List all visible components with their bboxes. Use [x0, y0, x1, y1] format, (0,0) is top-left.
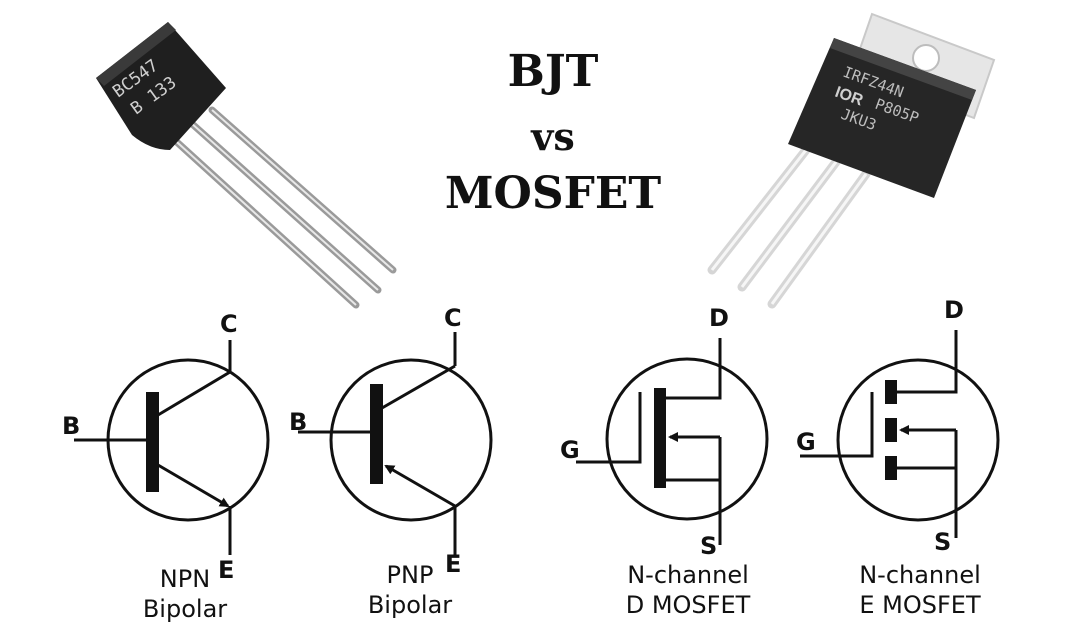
- npn-symbol: [74, 340, 270, 555]
- dmos-gate-lead: [576, 392, 642, 464]
- pnp-caption: PNP Bipolar: [335, 560, 485, 620]
- pnp-base-bar: [370, 384, 383, 484]
- pnp-circle: [329, 358, 493, 522]
- pnp-pin-c: C: [444, 304, 462, 332]
- npn-emitter-lead: [157, 463, 230, 508]
- dmos-caption: N-channel D MOSFET: [598, 560, 778, 620]
- dmos-pin-d: D: [709, 304, 729, 332]
- pnp-symbol: [298, 332, 493, 555]
- npn-caption-line-2: Bipolar: [142, 595, 228, 623]
- emos-caption: N-channel E MOSFET: [830, 560, 1010, 620]
- pnp-caption-line-2: Bipolar: [367, 591, 453, 619]
- emos-channel-segment-2: [885, 418, 897, 442]
- emos-pin-s: S: [934, 528, 952, 556]
- emos-circle: [836, 358, 1000, 522]
- emos-caption-line-2: E MOSFET: [859, 591, 981, 619]
- pnp-pin-b: B: [289, 408, 308, 436]
- emos-caption-line-1: N-channel: [859, 561, 981, 589]
- dmos-channel-bar: [654, 388, 666, 488]
- emos-pin-d: D: [944, 296, 964, 324]
- dmos-symbol: [576, 338, 769, 545]
- npn-collector-lead: [157, 370, 231, 417]
- npn-pin-e: E: [218, 556, 235, 584]
- title-line-1: BJT: [507, 46, 599, 97]
- dmos-circle: [605, 357, 769, 521]
- mosfet-package: IRFZ44N IOR P805P JKU3: [707, 12, 996, 309]
- npn-pin-c: C: [220, 310, 238, 338]
- pnp-collector-lead: [381, 364, 456, 410]
- npn-caption: NPN Bipolar: [110, 564, 260, 624]
- emos-channel-segment-1: [885, 380, 897, 404]
- title-line-2: vs: [531, 114, 575, 159]
- pnp-caption-line-1: PNP: [386, 561, 434, 589]
- bjt-leads: [164, 106, 397, 309]
- pnp-pin-e: E: [445, 550, 462, 578]
- emos-pin-g: G: [796, 428, 816, 456]
- mosfet-tab-hole: [912, 44, 940, 72]
- dmos-caption-line-1: N-channel: [627, 561, 749, 589]
- title-line-3: MOSFET: [444, 168, 662, 219]
- bjt-package: BC547 B 133: [96, 22, 397, 309]
- pnp-emitter-lead: [384, 464, 456, 508]
- npn-base-bar: [146, 392, 159, 492]
- dmos-pin-g: G: [560, 436, 580, 464]
- emos-drain-lead: [897, 330, 958, 394]
- emos-gate-lead: [800, 392, 874, 458]
- dmos-drain-lead: [666, 338, 722, 400]
- npn-pin-b: B: [62, 412, 81, 440]
- dmos-pin-s: S: [700, 532, 718, 560]
- npn-caption-line-1: NPN: [159, 565, 211, 593]
- emos-symbol: [800, 330, 1000, 538]
- emos-channel-segment-3: [885, 456, 897, 480]
- dmos-caption-line-2: D MOSFET: [625, 591, 751, 619]
